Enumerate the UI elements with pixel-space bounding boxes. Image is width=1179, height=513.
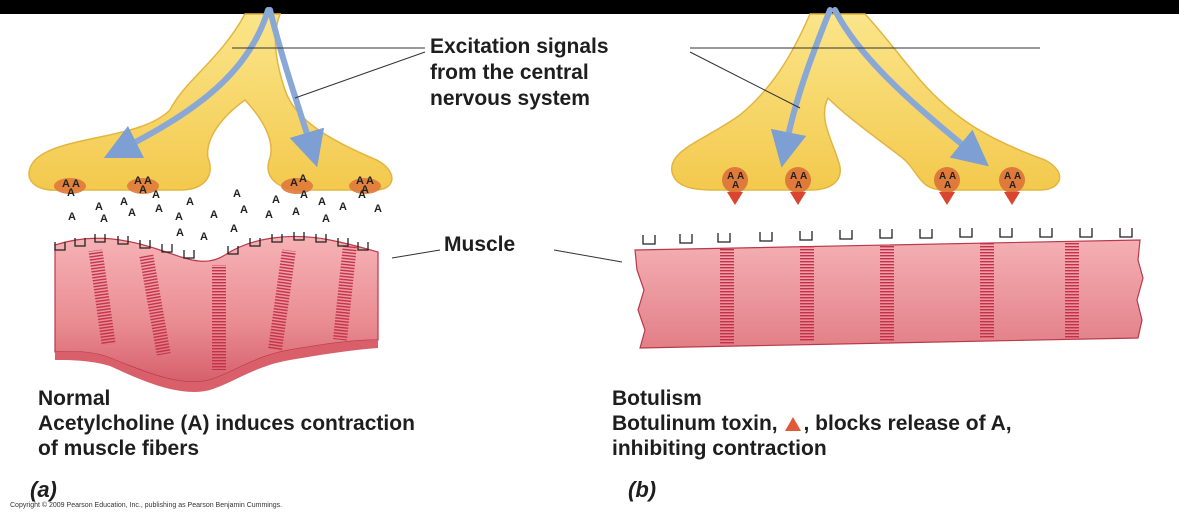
svg-text:A: A — [176, 227, 184, 239]
nerve-terminal-b — [671, 13, 1061, 191]
svg-text:A: A — [1014, 171, 1021, 182]
caption-a-line-2: of muscle fibers — [38, 437, 200, 460]
svg-text:A: A — [175, 211, 183, 223]
panel-b-tag: (b) — [628, 477, 657, 502]
svg-text:A: A — [300, 189, 308, 201]
caption-a-title: Normal — [38, 387, 111, 410]
svg-text:A: A — [155, 203, 163, 215]
toxin-icon — [785, 417, 802, 431]
svg-text:A: A — [944, 180, 951, 191]
nerve-terminal-a — [28, 13, 393, 191]
copyright-notice: Copyright © 2009 Pearson Education, Inc.… — [10, 502, 283, 509]
svg-text:A: A — [790, 171, 797, 182]
svg-text:A: A — [318, 196, 326, 208]
panel-a-tag: (a) — [30, 477, 57, 502]
caption-normal: Normal Acetylcholine (A) induces contrac… — [38, 386, 598, 461]
svg-text:A: A — [732, 180, 739, 191]
caption-b-line-1-start: Botulinum toxin, — [612, 412, 784, 435]
svg-text:A: A — [299, 173, 307, 185]
svg-text:A: A — [144, 175, 152, 187]
svg-text:A: A — [134, 175, 142, 187]
top-black-bar — [0, 0, 1179, 14]
svg-text:A: A — [1004, 171, 1011, 182]
svg-text:A: A — [62, 178, 70, 190]
svg-text:A: A — [800, 171, 807, 182]
caption-b-line-2: inhibiting contraction — [612, 437, 827, 460]
svg-text:A: A — [120, 196, 128, 208]
muscle-label: Muscle — [444, 233, 516, 256]
vesicles-a — [54, 178, 381, 194]
svg-text:A: A — [100, 213, 108, 225]
svg-text:A: A — [233, 188, 241, 200]
muscle-fiber-b — [634, 239, 1144, 349]
svg-text:A: A — [210, 209, 218, 221]
svg-text:A: A — [356, 175, 364, 187]
svg-text:A: A — [67, 187, 75, 199]
signal-arrows-b — [770, 7, 989, 168]
svg-text:A: A — [727, 171, 734, 182]
excitation-line-1: Excitation signals — [430, 35, 609, 58]
svg-text:A: A — [265, 209, 273, 221]
svg-text:A: A — [240, 204, 248, 216]
svg-text:A: A — [95, 201, 103, 213]
caption-b-title: Botulism — [612, 387, 702, 410]
leader-lines — [232, 47, 1040, 263]
svg-text:A: A — [949, 171, 956, 182]
svg-text:A: A — [939, 171, 946, 182]
svg-text:A: A — [361, 184, 369, 196]
muscle-fiber-a — [54, 235, 379, 392]
svg-text:A: A — [339, 201, 347, 213]
svg-text:A: A — [72, 178, 80, 190]
svg-text:A: A — [128, 207, 136, 219]
excitation-line-3: nervous system — [430, 87, 590, 110]
caption-a-line-1: Acetylcholine (A) induces contraction — [38, 412, 415, 435]
excitation-signals-label: Excitation signals from the central nerv… — [430, 34, 690, 112]
svg-text:A: A — [230, 223, 238, 235]
svg-text:A: A — [1009, 180, 1016, 191]
signal-arrows-a — [103, 7, 325, 168]
svg-text:A: A — [186, 196, 194, 208]
svg-text:A: A — [358, 189, 366, 201]
caption-b-line-1-end: , blocks release of A, — [803, 412, 1012, 435]
caption-b-line-1: Botulinum toxin, , blocks release of A, — [612, 411, 1179, 436]
receptors-b — [642, 228, 1133, 245]
svg-text:A: A — [292, 206, 300, 218]
svg-text:A: A — [322, 213, 330, 225]
excitation-line-2: from the central — [430, 61, 589, 84]
svg-text:A: A — [374, 203, 382, 215]
svg-text:A: A — [795, 180, 802, 191]
svg-text:A: A — [68, 211, 76, 223]
svg-text:A: A — [139, 184, 147, 196]
svg-text:A: A — [737, 171, 744, 182]
caption-botulism: Botulism Botulinum toxin, , blocks relea… — [612, 386, 1179, 461]
svg-text:A: A — [290, 177, 298, 189]
svg-text:A: A — [200, 231, 208, 243]
svg-text:A: A — [272, 194, 280, 206]
svg-text:A: A — [152, 189, 160, 201]
receptors-a — [54, 232, 369, 259]
svg-text:A: A — [366, 175, 374, 187]
